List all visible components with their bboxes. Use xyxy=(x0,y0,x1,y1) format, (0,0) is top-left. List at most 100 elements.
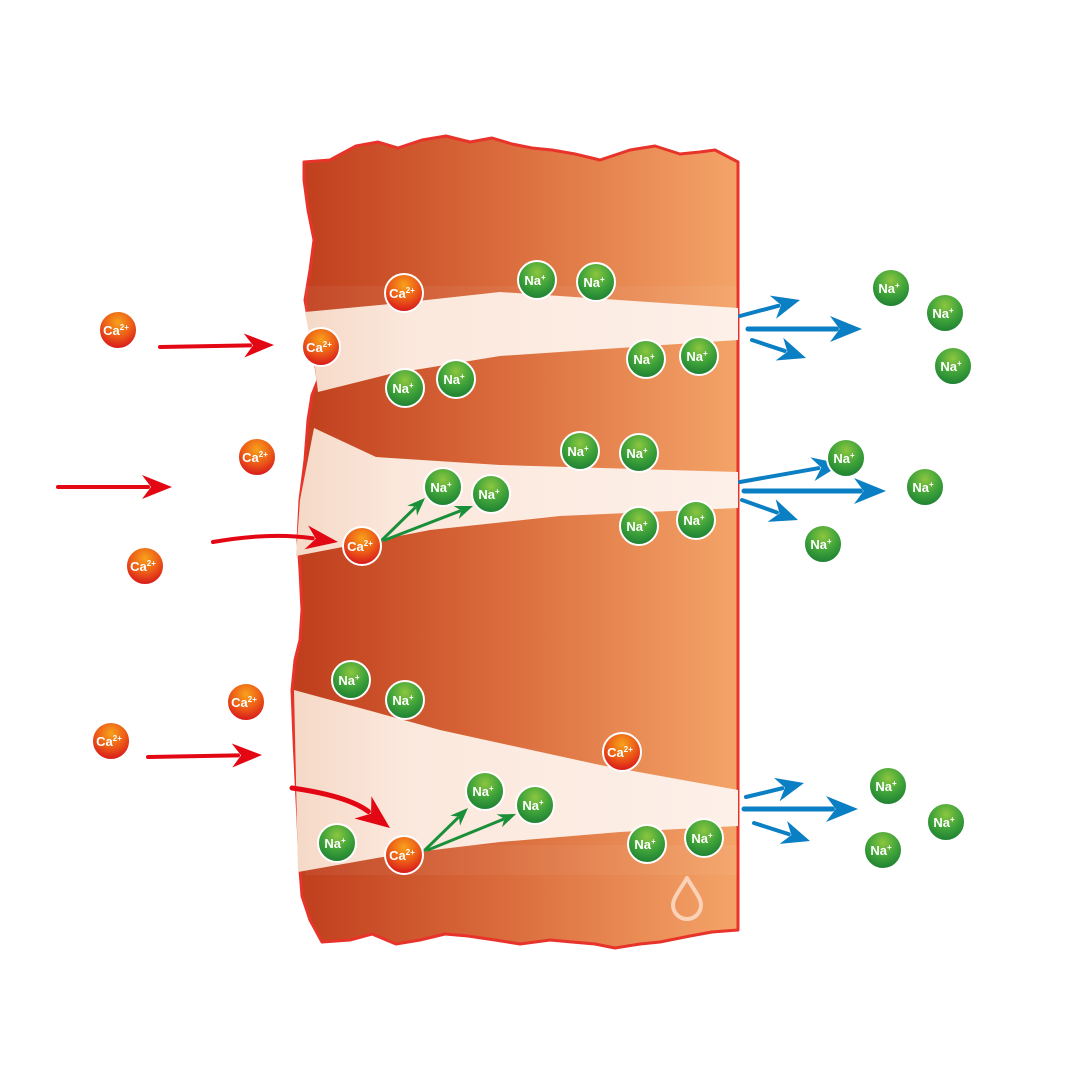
sodium-ion: Na+ xyxy=(684,818,724,858)
sodium-release-arrow xyxy=(423,808,468,852)
sodium-ion: Na+ xyxy=(619,506,659,546)
sodium-release-arrow xyxy=(380,498,425,542)
ion-charge: 2+ xyxy=(323,340,332,349)
ion-circle xyxy=(515,785,555,825)
ion-circle xyxy=(317,823,357,863)
sodium-outflow-arrow-shaft xyxy=(738,466,821,484)
ion-label: Na+ xyxy=(338,673,360,688)
sodium-outflow-arrow-head xyxy=(779,821,810,844)
sodium-ion: Na+ xyxy=(619,433,659,473)
sodium-ion: Na+ xyxy=(826,438,866,478)
sodium-outflow-arrow-shaft xyxy=(744,786,785,799)
ion-circle xyxy=(868,766,908,806)
calcium-inflow-arrow-head xyxy=(354,796,390,828)
ion-circle xyxy=(560,431,600,471)
ion-circle xyxy=(576,262,616,302)
ion-charge: + xyxy=(643,446,648,455)
ion-charge: + xyxy=(409,381,414,390)
sodium-ion: Na+ xyxy=(871,268,911,308)
ion-label: Na+ xyxy=(392,693,414,708)
calcium-ion: Ca2+ xyxy=(384,835,424,875)
sodium-outflow-arrow xyxy=(752,821,810,844)
ions-layer: Ca2+Ca2+Ca2+Ca2+Ca2+Ca2+Ca2+Ca2+Ca2+Ca2+… xyxy=(91,260,973,875)
sodium-outflow-arrow-head xyxy=(775,337,806,361)
sodium-ion: Na+ xyxy=(317,823,357,863)
ion-label: Na+ xyxy=(940,359,962,374)
ion-label: Na+ xyxy=(870,843,892,858)
sodium-release-arrow-head xyxy=(453,505,473,520)
ion-circle xyxy=(517,260,557,300)
calcium-ion: Ca2+ xyxy=(98,310,138,350)
calcium-ion: Ca2+ xyxy=(384,273,424,313)
ion-charge: + xyxy=(341,836,346,845)
calcium-ion: Ca2+ xyxy=(125,546,165,586)
sodium-ion: Na+ xyxy=(471,474,511,514)
sodium-ion: Na+ xyxy=(423,467,463,507)
calcium-inflow-arrow xyxy=(158,333,274,358)
ion-circle xyxy=(98,310,138,350)
ion-label: Na+ xyxy=(472,784,494,799)
calcium-ion: Ca2+ xyxy=(602,732,642,772)
ion-label: Na+ xyxy=(324,836,346,851)
ion-circle xyxy=(676,500,716,540)
sodium-outflow-arrow-head xyxy=(773,777,804,802)
ion-circle xyxy=(905,467,945,507)
sodium-outflow-arrow-shaft xyxy=(740,498,779,515)
sodium-ion: Na+ xyxy=(560,431,600,471)
sodium-ion: Na+ xyxy=(465,771,505,811)
ion-circle xyxy=(679,336,719,376)
ion-charge: + xyxy=(850,451,855,460)
ion-label: Na+ xyxy=(833,451,855,466)
ion-charge: + xyxy=(447,480,452,489)
calcium-inflow-arrow xyxy=(56,475,172,499)
ion-circle xyxy=(385,368,425,408)
sodium-outflow-arrow-shaft xyxy=(738,303,781,318)
sodium-outflow-arrow-head xyxy=(767,499,798,522)
sodium-ion: Na+ xyxy=(627,824,667,864)
sodium-outflow-arrow-head xyxy=(854,478,886,504)
ion-charge: 2+ xyxy=(113,734,122,743)
ion-charge: + xyxy=(949,306,954,315)
ion-charge: + xyxy=(650,352,655,361)
ion-label: Na+ xyxy=(933,815,955,830)
ion-charge: + xyxy=(409,693,414,702)
exchange-channels xyxy=(294,292,738,872)
sodium-outflow-arrow-shaft xyxy=(750,338,787,353)
ion-label: Na+ xyxy=(633,352,655,367)
sodium-release-arrow-shaft xyxy=(426,817,505,852)
sodium-release-arrow xyxy=(426,814,516,852)
ion-charge: + xyxy=(950,815,955,824)
ion-charge: + xyxy=(495,487,500,496)
ion-label: Na+ xyxy=(686,349,708,364)
calcium-inflow-arrow-head xyxy=(231,743,262,768)
sodium-ion: Na+ xyxy=(676,500,716,540)
ion-charge: + xyxy=(827,537,832,546)
ion-charge: + xyxy=(541,273,546,282)
ion-charge: 2+ xyxy=(248,695,257,704)
ion-label: Na+ xyxy=(878,281,900,296)
ion-circle xyxy=(384,835,424,875)
ion-charge: + xyxy=(584,444,589,453)
calcium-inflow-arrow-shaft xyxy=(158,343,253,349)
sodium-ion: Na+ xyxy=(926,802,966,842)
calcium-ion: Ca2+ xyxy=(226,682,266,722)
ion-label: Na+ xyxy=(583,275,605,290)
sodium-ion: Na+ xyxy=(515,785,555,825)
ion-charge: + xyxy=(355,673,360,682)
sodium-outflow-arrow-head xyxy=(769,295,800,319)
sodium-release-arrow-shaft xyxy=(383,509,462,542)
ion-circle xyxy=(933,346,973,386)
calcium-ion: Ca2+ xyxy=(342,526,382,566)
sodium-ion: Na+ xyxy=(517,260,557,300)
ion-circle xyxy=(871,268,911,308)
sodium-release-arrow xyxy=(383,505,473,542)
sodium-outflow-arrow xyxy=(741,796,858,822)
sodium-ion: Na+ xyxy=(626,339,666,379)
sodium-outflow-arrow xyxy=(744,777,804,802)
ion-circle xyxy=(803,524,843,564)
ion-circle xyxy=(619,506,659,546)
ion-circle xyxy=(925,293,965,333)
ion-label: Na+ xyxy=(392,381,414,396)
ion-charge: + xyxy=(708,831,713,840)
ion-label: Na+ xyxy=(810,537,832,552)
